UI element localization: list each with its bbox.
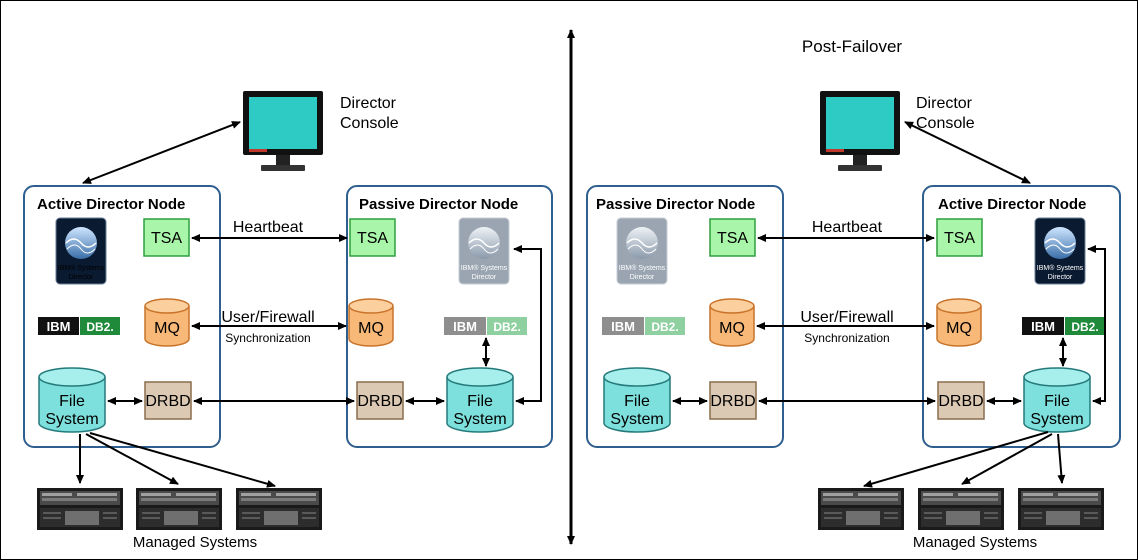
fs-label-1: File: [467, 393, 493, 410]
drbd-label: DRBD: [357, 393, 402, 410]
active-director-node: [23, 185, 221, 448]
server-icon: [918, 488, 1004, 530]
systems-director-logo-inactive: IBM® Systems Director: [616, 217, 668, 285]
ibm-text: IBM: [47, 319, 71, 334]
systems-director-logo: IBM® Systems Director: [1034, 217, 1086, 285]
tsa-label: TSA: [357, 230, 388, 247]
file-system-cylinder: File System: [603, 367, 671, 433]
drbd-label: DRBD: [710, 393, 755, 410]
logo-text-2: Director: [69, 274, 94, 281]
console-label-line1: Director: [916, 95, 973, 112]
sync-label-2: Synchronization: [225, 331, 310, 345]
logo-text-2: Director: [472, 274, 497, 281]
heartbeat-label: Heartbeat: [812, 219, 883, 236]
server-icon: [136, 488, 222, 530]
monitor-icon: [820, 91, 900, 171]
fs-label-2: System: [1030, 411, 1083, 428]
monitor-icon: [243, 91, 323, 171]
console-label-line2: Console: [916, 115, 975, 132]
mq-cylinder: MQ: [709, 298, 755, 347]
systems-director-logo-inactive: IBM® Systems Director: [458, 217, 510, 285]
mq-cylinder: MQ: [144, 298, 190, 347]
fs-label-2: System: [45, 411, 98, 428]
tsa-label: TSA: [151, 230, 182, 247]
tsa-box: [936, 218, 983, 257]
ibm-db2-logo-inactive: IBM DB2.: [444, 317, 527, 335]
passive-director-node: [346, 185, 553, 448]
drbd-box: [144, 381, 192, 420]
db2-text: DB2.: [493, 320, 520, 334]
heartbeat-label: Heartbeat: [233, 219, 304, 236]
ibm-text: IBM: [453, 319, 477, 334]
drbd-box: [937, 381, 985, 420]
active-director-node: [922, 185, 1121, 448]
connection-arrows: [76, 121, 542, 488]
server-icon: [37, 488, 123, 530]
mq-cylinder: MQ: [936, 298, 982, 347]
logo-text-1: IBM® Systems: [461, 264, 508, 272]
logo-text-1: IBM® Systems: [619, 264, 666, 272]
db2-text: DB2.: [651, 320, 678, 334]
connection-arrows: [672, 121, 1106, 488]
drbd-label: DRBD: [145, 393, 190, 410]
file-system-cylinder: File System: [446, 367, 514, 433]
file-system-cylinder: File System: [1023, 367, 1091, 433]
tsa-label: TSA: [717, 230, 748, 247]
sync-label-1: User/Firewall: [221, 309, 314, 326]
systems-director-logo: IBM® Systems Director: [55, 217, 107, 285]
ibm-text: IBM: [1031, 319, 1055, 334]
tsa-box: [709, 218, 756, 257]
ibm-db2-logo: IBM DB2.: [38, 317, 120, 335]
right-panel: Post-Failover Director Console Passive D…: [586, 37, 1121, 551]
fs-label-1: File: [624, 393, 650, 410]
sync-label-2: Synchronization: [804, 331, 889, 345]
logo-text-1: IBM® Systems: [58, 264, 105, 272]
drbd-box: [356, 381, 404, 420]
console-label-line2: Console: [340, 115, 399, 132]
fs-label-2: System: [453, 411, 506, 428]
drbd-label: DRBD: [938, 393, 983, 410]
mq-label: MQ: [719, 320, 745, 337]
passive-node-title: Passive Director Node: [359, 196, 518, 213]
mq-label: MQ: [358, 320, 384, 337]
mq-label: MQ: [154, 320, 180, 337]
active-node-title: Active Director Node: [938, 196, 1086, 213]
passive-node-title: Passive Director Node: [596, 196, 755, 213]
tsa-box: [143, 218, 190, 257]
console-label-line1: Director: [340, 95, 397, 112]
mq-cylinder: MQ: [348, 298, 394, 347]
active-node-title: Active Director Node: [37, 196, 185, 213]
managed-systems-label: Managed Systems: [913, 534, 1037, 551]
tsa-label: TSA: [944, 230, 975, 247]
post-failover-title: Post-Failover: [802, 37, 902, 56]
logo-text-2: Director: [1048, 274, 1073, 281]
drbd-box: [709, 381, 757, 420]
server-icon: [818, 488, 904, 530]
sync-label-1: User/Firewall: [800, 309, 893, 326]
db2-text: DB2.: [1071, 320, 1098, 334]
passive-director-node: [586, 185, 784, 448]
ibm-db2-logo-inactive: IBM DB2.: [602, 317, 685, 335]
left-panel: Director Console Active Director Node IB…: [23, 91, 553, 551]
managed-systems-label: Managed Systems: [133, 534, 257, 551]
logo-text-2: Director: [630, 274, 655, 281]
server-icon: [1018, 488, 1104, 530]
server-icon: [236, 488, 322, 530]
db2-text: DB2.: [86, 320, 113, 334]
logo-text-1: IBM® Systems: [1037, 264, 1084, 272]
fs-label-1: File: [59, 393, 85, 410]
file-system-cylinder: File System: [38, 367, 106, 433]
ibm-db2-logo: IBM DB2.: [1022, 317, 1105, 335]
fs-label-2: System: [610, 411, 663, 428]
mq-label: MQ: [946, 320, 972, 337]
ibm-text: IBM: [611, 319, 635, 334]
tsa-box: [349, 218, 396, 257]
fs-label-1: File: [1044, 393, 1070, 410]
